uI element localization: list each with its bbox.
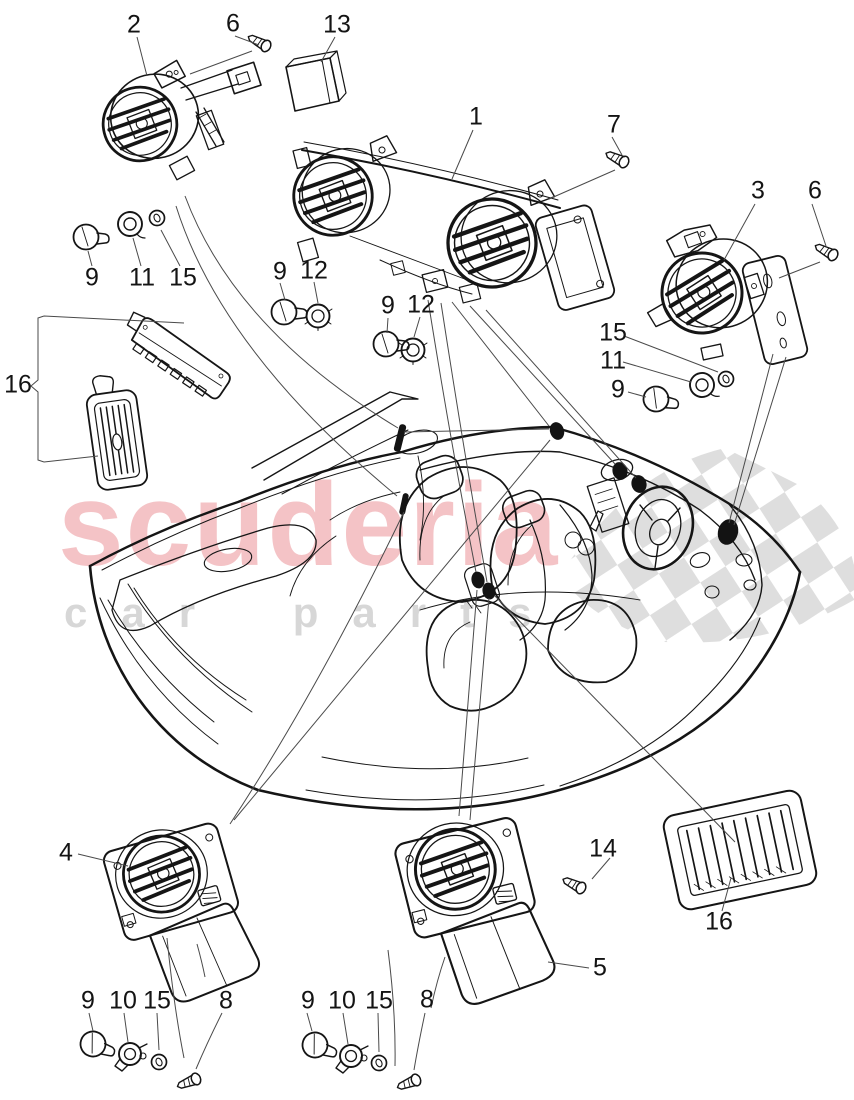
callout-11b: 11 bbox=[600, 346, 626, 375]
callout-9c: 9 bbox=[381, 291, 395, 320]
callout-10b: 10 bbox=[328, 986, 356, 1015]
clamp-icon-10b bbox=[335, 1044, 369, 1074]
side-vent-assembly-3 bbox=[647, 224, 809, 365]
screw-icon-8a bbox=[174, 1071, 204, 1093]
lower-vent-assembly-5 bbox=[391, 807, 559, 1014]
washer-icon-15a bbox=[148, 209, 166, 227]
callout-9e: 9 bbox=[81, 986, 95, 1015]
callout-6a: 6 bbox=[226, 9, 240, 38]
callout-2: 2 bbox=[127, 10, 141, 39]
nut-icon-12a bbox=[303, 303, 333, 332]
checkered-flag-watermark bbox=[560, 448, 854, 643]
knob-icon-9f bbox=[298, 1028, 342, 1065]
washer-icon-15d bbox=[370, 1054, 388, 1072]
washer-icon-15c bbox=[150, 1053, 168, 1071]
callout-7: 7 bbox=[607, 110, 621, 139]
nut-icon-12b bbox=[398, 337, 428, 366]
callout-8a: 8 bbox=[219, 986, 233, 1015]
center-vent-assembly-1 bbox=[283, 135, 616, 311]
callout-12b: 12 bbox=[407, 290, 435, 319]
callout-3: 3 bbox=[751, 176, 765, 205]
knob-icon-9a bbox=[72, 223, 110, 251]
callout-12a: 12 bbox=[300, 256, 328, 285]
knob-icon-9b bbox=[270, 298, 308, 326]
clamp-icon-10a bbox=[114, 1042, 148, 1072]
callout-4: 4 bbox=[59, 838, 73, 867]
callout-9f: 9 bbox=[301, 986, 315, 1015]
callout-8b: 8 bbox=[420, 985, 434, 1014]
cap-icon-11a bbox=[117, 211, 146, 239]
knob-icon-9d bbox=[640, 383, 682, 417]
callout-15d: 15 bbox=[365, 986, 393, 1015]
module-13 bbox=[285, 50, 347, 112]
callout-9d: 9 bbox=[611, 375, 625, 404]
cap-icon-11b bbox=[687, 369, 721, 402]
washer-icon-15b bbox=[717, 370, 735, 388]
callout-15c: 15 bbox=[143, 986, 171, 1015]
car-interior-sketch bbox=[88, 391, 802, 811]
side-vent-assembly-2 bbox=[93, 59, 262, 181]
watermark-tagline-text: car parts bbox=[64, 589, 566, 636]
knob-icon-9e bbox=[76, 1027, 120, 1064]
screw-icon-14 bbox=[559, 873, 589, 897]
callout-15a: 15 bbox=[169, 263, 197, 292]
exploded-parts bbox=[72, 30, 841, 1094]
callout-14: 14 bbox=[589, 834, 617, 863]
callout-1: 1 bbox=[469, 102, 483, 131]
screw-icon-6a bbox=[244, 30, 274, 55]
leader-lines bbox=[30, 35, 827, 1071]
callout-6b: 6 bbox=[808, 176, 822, 205]
callout-15b: 15 bbox=[599, 318, 627, 347]
callout-11a: 11 bbox=[129, 263, 155, 292]
side-demist-grille-16 bbox=[85, 375, 149, 491]
callout-10a: 10 bbox=[109, 986, 137, 1015]
callout-16a: 16 bbox=[4, 370, 32, 399]
callout-16b: 16 bbox=[705, 907, 733, 936]
rear-demist-grille-16 bbox=[662, 789, 818, 911]
callout-13: 13 bbox=[323, 10, 351, 39]
screw-icon-7 bbox=[602, 147, 632, 171]
callout-5: 5 bbox=[593, 953, 607, 982]
screw-icon-6b bbox=[811, 239, 841, 264]
callout-9b: 9 bbox=[273, 257, 287, 286]
defrost-rail-16 bbox=[126, 311, 231, 400]
lower-vent-assembly-4 bbox=[99, 813, 263, 1013]
screw-icon-8b bbox=[394, 1072, 424, 1094]
callout-9a: 9 bbox=[85, 263, 99, 292]
